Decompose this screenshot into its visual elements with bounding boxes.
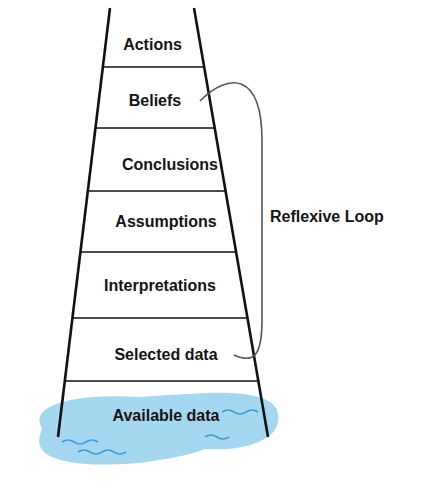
ladder-step: Beliefs <box>110 82 200 120</box>
step-label: Actions <box>123 36 182 54</box>
water-wave <box>62 440 98 444</box>
step-label: Interpretations <box>104 277 216 295</box>
water-wave <box>78 450 126 454</box>
ladder-rung <box>72 317 247 319</box>
step-label: Conclusions <box>122 156 218 174</box>
ladder-rung <box>103 66 204 68</box>
ladder-step: Actions <box>105 28 200 62</box>
water-puddle <box>39 393 278 465</box>
step-label: Selected data <box>114 346 217 364</box>
water-wave <box>205 435 229 439</box>
ladder-step: Interpretations <box>90 267 230 305</box>
ladder-rung <box>80 251 236 253</box>
step-label: Beliefs <box>129 92 181 110</box>
ladder-rung <box>88 190 226 192</box>
ladder-rung <box>65 380 259 382</box>
loop-label: Reflexive Loop <box>270 208 384 226</box>
step-label: Available data <box>112 407 219 425</box>
ladder-step: Assumptions <box>96 203 236 241</box>
water-wave <box>222 410 258 414</box>
ladder-step: Available data <box>80 398 252 434</box>
step-label: Assumptions <box>115 213 216 231</box>
ladder-step: Selected data <box>98 336 234 374</box>
ladder-step: Conclusions <box>105 146 235 184</box>
ladder-rung <box>95 127 214 129</box>
ladder-rail <box>58 8 110 437</box>
